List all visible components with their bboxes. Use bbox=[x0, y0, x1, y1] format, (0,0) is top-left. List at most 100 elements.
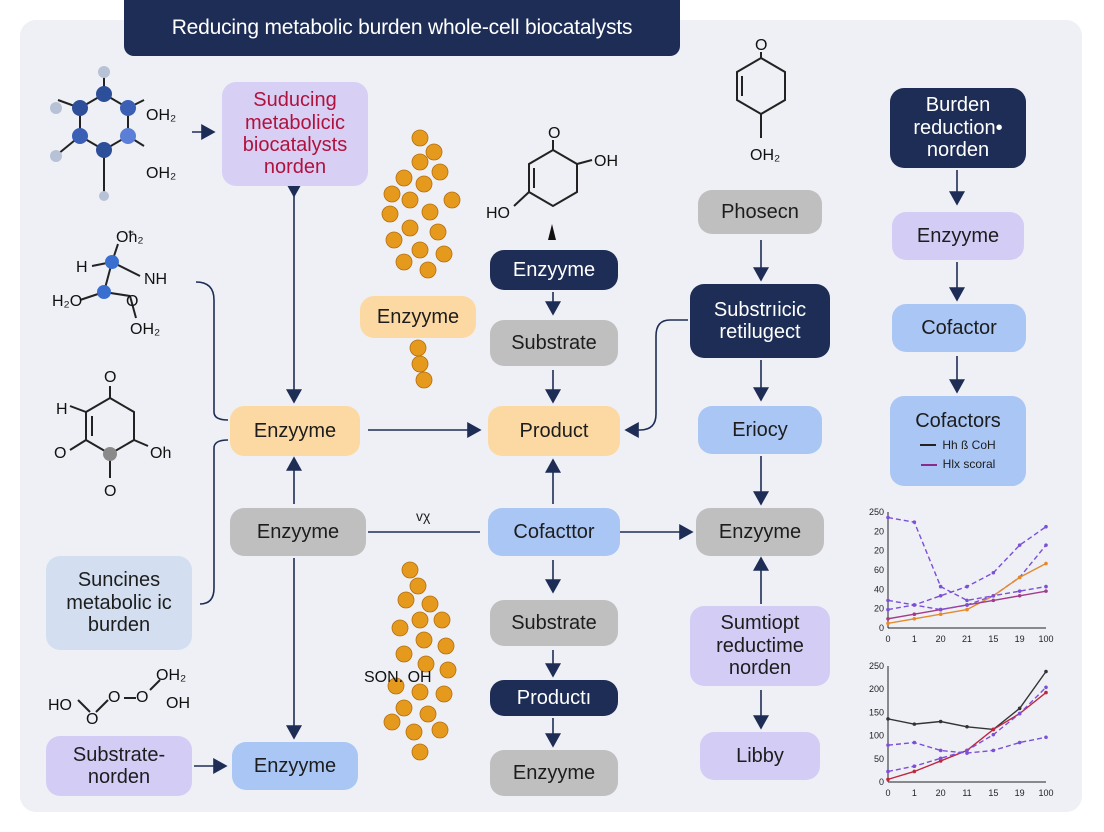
series-point bbox=[991, 748, 996, 753]
burden-line-1: Burden bbox=[925, 94, 991, 117]
node-cofactors: Cofactors Hh ß CoH Hlx scoral bbox=[890, 396, 1026, 486]
node-substrate-gray-2: Substrate bbox=[490, 600, 618, 646]
x-tick-label: 19 bbox=[1015, 634, 1025, 644]
node-enzyme-orange-mid: Enzyyme bbox=[360, 296, 476, 338]
x-tick-label: 100 bbox=[1038, 788, 1053, 798]
series-point bbox=[1044, 690, 1048, 695]
series-point bbox=[912, 722, 917, 726]
m4-o2: O bbox=[108, 689, 120, 706]
cofactors-title: Cofactors bbox=[915, 410, 1001, 433]
series-point bbox=[965, 584, 969, 589]
node-enzyme-gray-bottom: Enzyyme bbox=[490, 750, 618, 796]
series-line bbox=[887, 526, 1047, 611]
m5-oh: OH bbox=[594, 153, 618, 170]
node-enzyme-blue-bottom: Enzyyme bbox=[232, 742, 358, 790]
series-point bbox=[912, 612, 917, 616]
series-point bbox=[912, 764, 917, 769]
m3-oh: Oh bbox=[150, 445, 171, 462]
series-point bbox=[1044, 735, 1048, 740]
node-substrate-norden: Substrate- norden bbox=[46, 736, 192, 796]
m1-label-a: OH₂ bbox=[146, 107, 176, 124]
series-point bbox=[886, 743, 890, 747]
legend-label-2: Hlx scoral bbox=[942, 457, 996, 472]
series-point bbox=[938, 593, 943, 598]
x-tick-label: 20 bbox=[936, 788, 946, 798]
substric-line-1: Substrıicic bbox=[713, 298, 807, 321]
series-point bbox=[965, 607, 969, 612]
node-substric: Substrıicic retilugect bbox=[690, 284, 830, 358]
molecule-1-atoms bbox=[50, 66, 136, 201]
series-point bbox=[938, 612, 943, 616]
series-point bbox=[938, 584, 943, 589]
series-point bbox=[1044, 543, 1048, 547]
m4-ho: HO bbox=[48, 697, 72, 714]
wedge-mark bbox=[548, 224, 556, 240]
y-tick-label: 40 bbox=[874, 584, 884, 594]
x-tick-label: 1 bbox=[912, 788, 917, 798]
series-point bbox=[965, 724, 969, 729]
series-point bbox=[1017, 593, 1022, 598]
x-tick-label: 19 bbox=[1015, 788, 1025, 798]
sumtiopt-line-2: reductime bbox=[716, 634, 804, 657]
m2-h: H bbox=[76, 259, 88, 276]
m5-ho: HO bbox=[486, 205, 510, 222]
x-tick-label: 11 bbox=[962, 788, 971, 798]
series-point bbox=[965, 603, 969, 607]
x-tick-label: 20 bbox=[936, 634, 946, 644]
connector-mol-enzyme bbox=[195, 281, 229, 421]
m2-h2o: H₂O bbox=[52, 293, 82, 310]
bead-chain-2 bbox=[383, 561, 457, 761]
series-point bbox=[1017, 575, 1022, 580]
x-tick-label: 15 bbox=[988, 634, 998, 644]
series-point bbox=[1017, 589, 1022, 593]
node-sumtiopt: Sumtiopt reductime norden bbox=[690, 606, 830, 686]
sumtiopt-line-1: Sumtiopt bbox=[720, 612, 800, 635]
m2-oh2: Oħ₂ bbox=[116, 229, 144, 246]
series-point bbox=[938, 759, 943, 763]
series-point bbox=[1044, 685, 1048, 690]
molecule-3 bbox=[69, 386, 149, 478]
x-tick-label: 0 bbox=[885, 634, 890, 644]
m5-o: O bbox=[548, 125, 560, 142]
series-point bbox=[886, 769, 890, 774]
y-tick-label: 20 bbox=[874, 546, 884, 556]
molecule-4 bbox=[77, 679, 161, 713]
legend-swatch-1 bbox=[920, 444, 937, 447]
series-point bbox=[991, 570, 996, 575]
suncines-line-3: burden bbox=[87, 614, 151, 637]
series-point bbox=[965, 748, 969, 753]
substric-line-2: retilugect bbox=[719, 321, 801, 343]
node-phosecn: Phosecn bbox=[698, 190, 822, 234]
x-tick-label: 0 bbox=[885, 788, 890, 798]
series-point bbox=[1017, 740, 1022, 745]
y-tick-label: 60 bbox=[874, 565, 884, 575]
series-point bbox=[965, 751, 969, 755]
series-point bbox=[886, 621, 890, 626]
sucing-line-1: Suducing bbox=[253, 89, 337, 112]
bead-chain-1 bbox=[381, 129, 461, 389]
x-tick-label: 21 bbox=[962, 634, 972, 644]
suncines-line-2: metabolic ic bbox=[66, 591, 172, 614]
x-tick-label: 15 bbox=[988, 788, 998, 798]
y-tick-label: 20 bbox=[874, 526, 884, 536]
series-point bbox=[938, 756, 943, 761]
substrate-norden-line-2: norden bbox=[87, 766, 151, 788]
series-point bbox=[1044, 669, 1048, 674]
node-enzyme-navy: Enzyyme bbox=[490, 250, 618, 290]
sucing-line-4: norden bbox=[263, 156, 327, 179]
series-line bbox=[887, 671, 1047, 731]
m4-o1: O bbox=[86, 711, 98, 728]
y-tick-label: 0 bbox=[879, 623, 884, 633]
node-cofactor-blue: Cofacttor bbox=[488, 508, 620, 556]
m3-o-top: O bbox=[104, 369, 116, 386]
m4-oh2: OH₂ bbox=[156, 667, 186, 684]
series-point bbox=[1044, 524, 1048, 529]
series-point bbox=[886, 515, 890, 520]
m6-o: O bbox=[755, 37, 767, 54]
m3-o-bottom: O bbox=[104, 483, 116, 500]
node-libby: Libby bbox=[700, 732, 820, 780]
page-title: Reducing metabolic burden whole-cell bio… bbox=[124, 0, 680, 56]
y-tick-label: 150 bbox=[869, 707, 884, 717]
